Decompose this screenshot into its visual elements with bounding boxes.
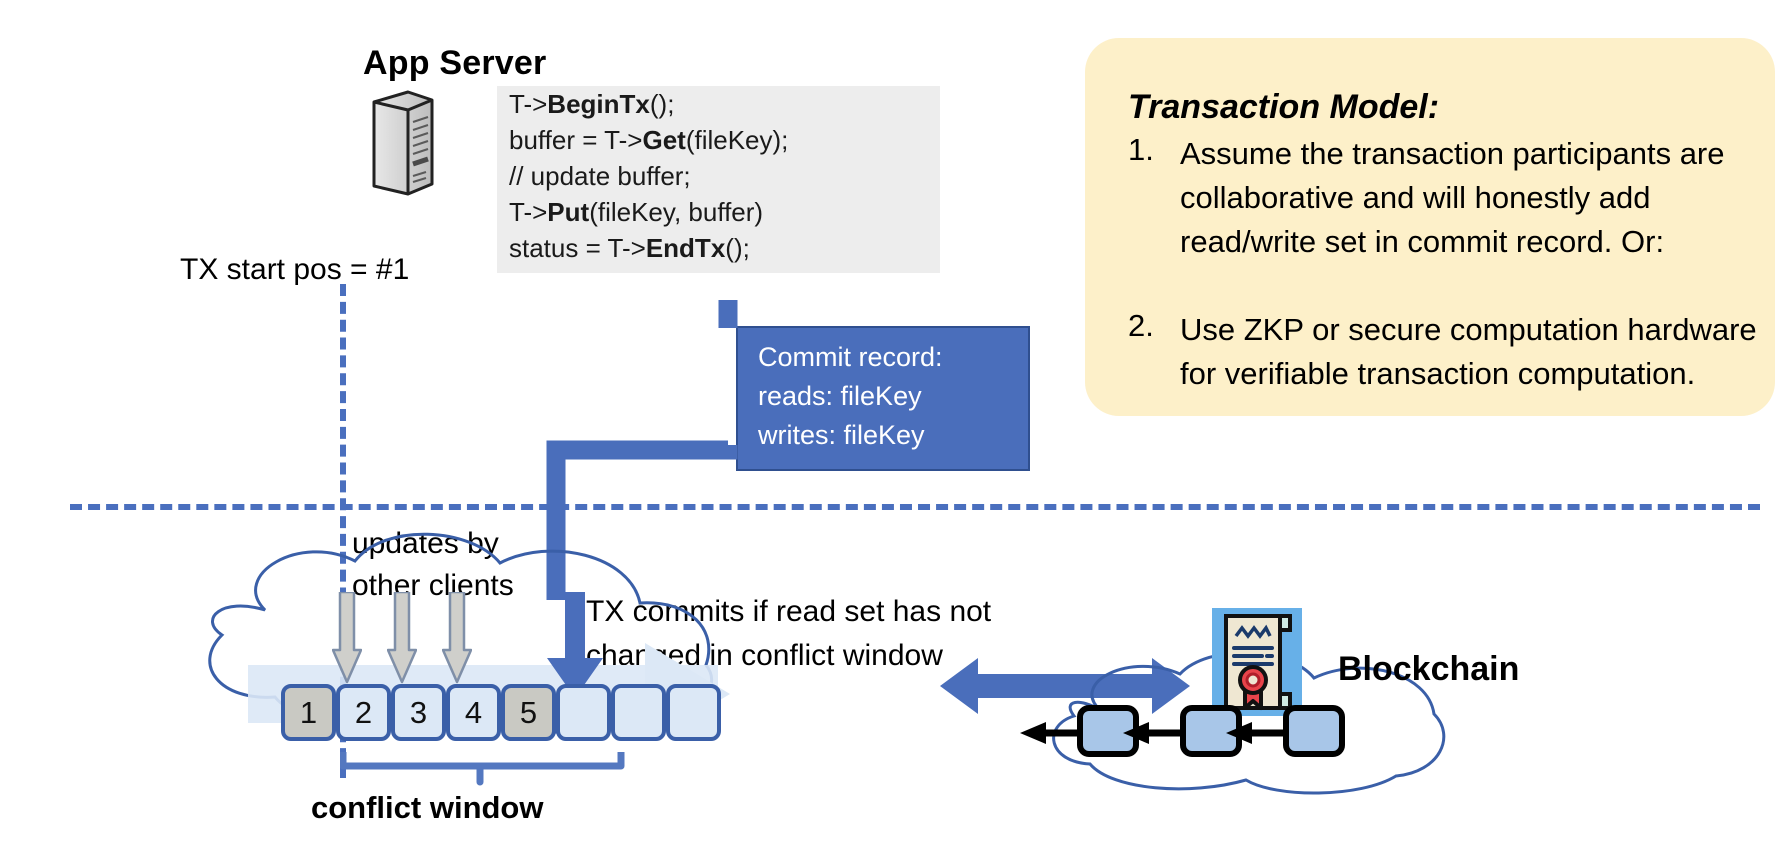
commit-record-reads: reads: fileKey: [758, 381, 922, 411]
update-arrow-to-block-4: [441, 590, 473, 684]
blockchain-block[interactable]: [1283, 705, 1345, 757]
server-tower-icon: [368, 88, 438, 196]
commit-record-writes: writes: fileKey: [758, 420, 925, 450]
app-server-title: App Server: [363, 44, 547, 82]
transaction-model-item-1: Assume the transaction participants are …: [1180, 136, 1725, 259]
chain-link-arrow: [1123, 721, 1185, 745]
ledger-block[interactable]: 4: [446, 684, 501, 741]
ledger-block[interactable]: 3: [391, 684, 446, 741]
transaction-model-item-number: 1.: [1128, 132, 1154, 167]
code-line: T->BeginTx();: [509, 89, 675, 119]
code-line: status = T->EndTx();: [509, 233, 750, 263]
transaction-model-panel: [1085, 38, 1775, 416]
tx-commits-condition-label: TX commits if read set has not changed i…: [586, 590, 991, 678]
commit-record-title: Commit record:: [758, 342, 943, 372]
chain-link-arrow: [1020, 721, 1082, 745]
code-line: // update buffer;: [509, 161, 691, 191]
conflict-window-bracket: [339, 752, 640, 790]
tx-start-dashed-line: [340, 284, 346, 778]
commit-record-box: Commit record: reads: fileKey writes: fi…: [736, 326, 1030, 471]
ledger-block[interactable]: 1: [281, 684, 336, 741]
tx-start-position-label: TX start pos = #1: [180, 253, 410, 286]
code-line: T->Put(fileKey, buffer): [509, 197, 764, 227]
update-arrow-to-block-2: [331, 590, 363, 684]
ledger-block[interactable]: 2: [336, 684, 391, 741]
conflict-window-label: conflict window: [311, 790, 544, 825]
layer-boundary-dashed-line: [70, 504, 1760, 510]
transaction-model-item-2: Use ZKP or secure computation hardware f…: [1180, 312, 1757, 391]
ledger-block[interactable]: [666, 684, 721, 741]
code-line: buffer = T->Get(fileKey);: [509, 125, 789, 155]
ledger-blockchain-sync-arrow: [940, 655, 1190, 717]
code-snippet-box: T->BeginTx(); buffer = T->Get(fileKey); …: [497, 86, 940, 273]
chain-link-arrow: [1226, 721, 1288, 745]
ledger-block[interactable]: [556, 684, 611, 741]
updates-label-line2: other clients: [352, 569, 514, 602]
ledger-block[interactable]: 5: [501, 684, 556, 741]
blockchain-cloud-shape: [1040, 640, 1460, 800]
update-arrow-to-block-3: [386, 590, 418, 684]
transaction-model-item-number: 2.: [1128, 308, 1154, 343]
commit-arrow-head: [546, 592, 604, 700]
commit-flow-arrow: [540, 300, 820, 720]
ledger-block[interactable]: [611, 684, 666, 741]
transaction-model-title: Transaction Model:: [1128, 88, 1440, 126]
tx-commits-line1: TX commits if read set has not: [586, 595, 992, 628]
blockchain-label: Blockchain: [1338, 650, 1520, 688]
certificate-seal-icon: [1212, 608, 1302, 716]
